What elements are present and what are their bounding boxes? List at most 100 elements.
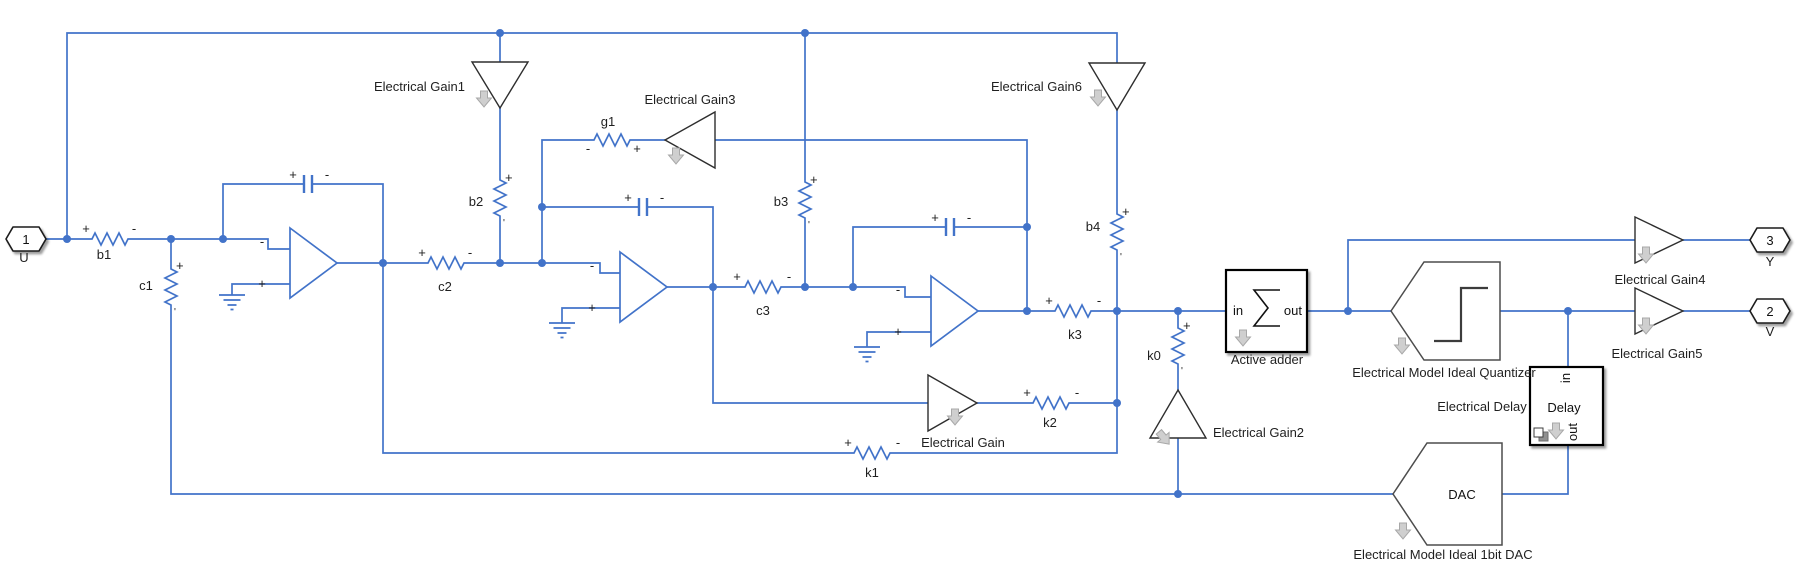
plus-mark: + — [289, 167, 297, 182]
junction-dot — [1023, 307, 1031, 315]
opamp-3[interactable] — [930, 274, 980, 348]
wire[interactable] — [66, 32, 1118, 239]
junction-d — [379, 259, 387, 267]
wire[interactable] — [647, 206, 714, 287]
wire[interactable] — [785, 286, 931, 298]
down-arrow-icon — [1090, 89, 1106, 107]
quantizer-label: Electrical Model Ideal Quantizer — [1352, 365, 1536, 380]
wire[interactable] — [712, 287, 928, 404]
sigma-icon — [1252, 289, 1280, 327]
minus-mark: - — [660, 190, 664, 205]
plus-mark: + — [1183, 318, 1191, 333]
minus-mark: - — [260, 234, 264, 249]
adder-out-port-label: out — [1284, 303, 1302, 318]
wire[interactable] — [231, 283, 290, 290]
k0-label: k0 — [1147, 348, 1161, 363]
capacitor-2[interactable] — [637, 196, 649, 218]
ground-2[interactable] — [548, 317, 576, 339]
tick-mark: ' — [174, 307, 176, 318]
resistor-k1[interactable] — [849, 446, 895, 460]
ground-3[interactable] — [853, 341, 881, 363]
wire[interactable] — [1347, 239, 1635, 311]
resistor-b1[interactable] — [87, 232, 133, 246]
dac-title: DAC — [1448, 487, 1475, 502]
delay-block[interactable]: in Delay out — [1528, 365, 1605, 447]
opamp-1[interactable] — [289, 226, 339, 300]
minus-mark: - — [590, 258, 594, 273]
wire[interactable] — [866, 331, 931, 342]
plus-mark: + — [894, 324, 902, 339]
k1-label: k1 — [865, 465, 879, 480]
plus-mark: + — [1023, 385, 1031, 400]
wire[interactable] — [561, 307, 620, 318]
resistor-c3[interactable] — [740, 280, 786, 294]
plus-mark: + — [505, 170, 513, 185]
minus-mark: - — [896, 282, 900, 297]
b4-label: b4 — [1086, 219, 1100, 234]
electrical-gain2-block[interactable] — [1148, 388, 1208, 439]
down-arrow-icon — [476, 90, 492, 108]
plus-mark: + — [844, 435, 852, 450]
wire[interactable] — [715, 139, 1028, 227]
plus-mark: + — [418, 245, 426, 260]
wire[interactable] — [1502, 445, 1569, 495]
wire[interactable] — [382, 263, 850, 454]
junction-dot — [538, 259, 546, 267]
wire[interactable] — [894, 311, 1118, 454]
wire[interactable] — [852, 226, 946, 287]
capacitor-1[interactable] — [302, 173, 314, 195]
subsystem-badge-icon — [1533, 427, 1544, 438]
plus-mark: + — [176, 258, 184, 273]
quantizer-block[interactable] — [1390, 261, 1501, 361]
active-adder-block[interactable]: in out — [1224, 268, 1309, 354]
opamp-2[interactable] — [619, 250, 669, 324]
resistor-g1[interactable] — [589, 133, 635, 147]
polarity-marks: + - + - + - + - + - + - - + + - + - + - … — [82, 141, 1190, 450]
plus-mark: + — [82, 221, 90, 236]
tick-mark: ' — [1181, 366, 1183, 377]
dac-block[interactable]: DAC — [1392, 442, 1503, 546]
junction-dot — [709, 283, 717, 291]
minus-mark: - — [468, 245, 472, 260]
minus-mark: - — [1097, 293, 1101, 308]
junction-dot — [1023, 223, 1031, 231]
b1-label: b1 — [97, 247, 111, 262]
wires[interactable] — [46, 32, 1750, 495]
wire[interactable] — [541, 139, 590, 263]
minus-mark: - — [1075, 385, 1079, 400]
output-port-2[interactable]: 2 — [1749, 298, 1791, 324]
input-port-1[interactable]: 1 — [5, 226, 47, 252]
ground-1[interactable] — [218, 289, 246, 311]
junction-dot — [1564, 307, 1572, 315]
gain-label: Electrical Gain — [921, 435, 1005, 450]
g1-label: g1 — [601, 114, 615, 129]
c3-label: c3 — [756, 303, 770, 318]
wire[interactable] — [468, 262, 620, 274]
gain2-label: Electrical Gain2 — [1213, 425, 1304, 440]
tick-mark: ' — [1120, 252, 1122, 263]
junction-dot — [1174, 490, 1182, 498]
resistor-c2[interactable] — [423, 256, 469, 270]
gain4-label: Electrical Gain4 — [1614, 272, 1705, 287]
resistor-k2[interactable] — [1028, 396, 1074, 410]
delay-in-port-label: in — [1558, 373, 1573, 383]
plus-mark: + — [733, 269, 741, 284]
electrical-gain1-block[interactable] — [470, 61, 530, 110]
wire[interactable] — [312, 183, 384, 263]
junction-dots — [63, 29, 1572, 498]
wire[interactable] — [222, 183, 304, 239]
output-port-3[interactable]: 3 — [1749, 227, 1791, 253]
port-number: 2 — [1766, 304, 1773, 319]
capacitor-3[interactable] — [944, 216, 956, 238]
wire[interactable] — [132, 238, 290, 250]
electrical-gain6-block[interactable] — [1087, 62, 1147, 112]
resistor-k3[interactable] — [1050, 304, 1096, 318]
electrical-gain3-block[interactable] — [663, 110, 716, 170]
plus-mark: + — [624, 190, 632, 205]
port-number: 1 — [22, 232, 29, 247]
wire[interactable] — [170, 309, 1393, 495]
gain1-label: Electrical Gain1 — [374, 79, 465, 94]
gain3-label: Electrical Gain3 — [644, 92, 735, 107]
junction-dot — [1174, 307, 1182, 315]
